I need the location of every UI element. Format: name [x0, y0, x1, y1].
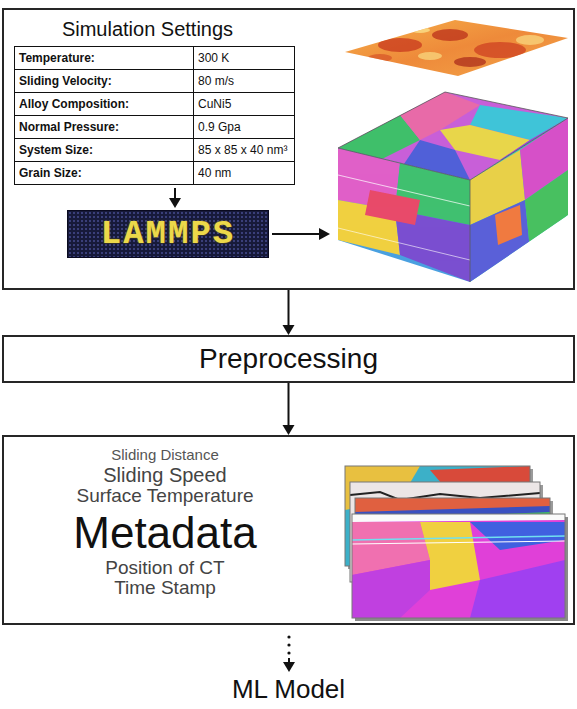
metadata-word: Sliding Speed [4, 464, 326, 486]
setting-value: 80 m/s [194, 70, 295, 93]
settings-table: Temperature:300 KSliding Velocity:80 m/s… [14, 46, 295, 185]
setting-value: 0.9 Gpa [194, 116, 295, 139]
slice-images-part-part [352, 541, 565, 544]
slice-images-part [352, 514, 565, 618]
setting-name: Temperature: [15, 47, 194, 70]
setting-name: Alloy Composition: [15, 93, 194, 116]
slice-images-part [352, 514, 565, 618]
grain-block-part [470, 180, 471, 282]
flow-arrow-part [272, 233, 320, 235]
surface-heatmap-part-part [410, 27, 430, 33]
flow-arrow-part [174, 188, 176, 199]
flow-arrow-part [319, 228, 330, 240]
panel-heading: Simulation Settings [10, 18, 285, 41]
grain-block-part [470, 118, 568, 282]
surface-heatmap-part-part [418, 52, 442, 60]
setting-value: CuNi5 [194, 93, 295, 116]
slice-images-part [352, 514, 565, 618]
setting-name: Sliding Velocity: [15, 70, 194, 93]
settings-row: Grain Size:40 nm [15, 162, 295, 185]
grain-block-part-part [338, 175, 470, 206]
setting-name: Normal Pressure: [15, 116, 194, 139]
metadata-word: Sliding Distance [4, 447, 326, 464]
continuation-arrow-part [287, 651, 290, 654]
slice-images-part-part [352, 514, 565, 522]
settings-panel: Simulation SettingsLAMMPS Temperature:300… [2, 8, 575, 290]
surface-heatmap-part [368, 27, 544, 67]
surface-heatmap-part-part [516, 35, 544, 45]
surface-heatmap-part-part [432, 29, 468, 41]
setting-value: 300 K [194, 47, 295, 70]
connector-line [288, 383, 290, 426]
slice-images-part-part [355, 498, 550, 512]
settings-row: Normal Pressure:0.9 Gpa [15, 116, 295, 139]
grain-block-part [470, 118, 568, 282]
flow-arrow-part [169, 198, 181, 208]
arrow-head [283, 325, 295, 335]
metadata-word: Metadata [4, 509, 326, 557]
metadata-word: Position of CT [4, 558, 326, 579]
slice-images-part-part [352, 536, 565, 540]
setting-name: Grain Size: [15, 162, 194, 185]
grain-block-part-part [495, 205, 522, 245]
metadata-word: Time Stamp [4, 578, 326, 599]
slice-images-part-part [470, 560, 565, 618]
grain-block-part-part [338, 228, 470, 260]
setting-value: 40 nm [194, 162, 295, 185]
settings-row: Sliding Velocity:80 m/s [15, 70, 295, 93]
surface-heatmap-part [345, 20, 568, 76]
lammps-logo: LAMMPS [67, 210, 269, 258]
grain-block [338, 92, 568, 282]
grain-block-part-part [365, 190, 420, 225]
output-label: ML Model [0, 674, 577, 704]
grain-block-part-part [470, 200, 530, 282]
process-box: Preprocessing [2, 335, 575, 383]
setting-value: 85 x 85 x 40 nm³ [194, 139, 295, 162]
grain-block-part [338, 148, 470, 282]
surface-heatmap-part-part [454, 57, 486, 67]
surface-heatmap-part-part [378, 38, 422, 52]
grain-block-part [338, 148, 470, 282]
grain-block-part-part [525, 170, 568, 250]
metadata-panel: Sliding DistanceSliding SpeedSurface Tem… [2, 435, 575, 625]
slice-images [345, 466, 568, 621]
surface-heatmap [345, 20, 568, 76]
continuation-arrow [283, 635, 295, 672]
slice-images-part-part [352, 560, 430, 618]
settings-table-body: Temperature:300 KSliding Velocity:80 m/s… [15, 47, 295, 185]
surface-heatmap-part-part [368, 54, 392, 62]
settings-row: Temperature:300 K [15, 47, 295, 70]
grain-block-part [338, 118, 568, 180]
continuation-arrow-part [287, 643, 290, 646]
continuation-arrow-part [287, 635, 290, 638]
arrow-head [283, 425, 295, 435]
settings-row: Alloy Composition:CuNi5 [15, 93, 295, 116]
setting-name: System Size: [15, 139, 194, 162]
surface-heatmap-part-part [474, 42, 526, 58]
connector-line [288, 290, 290, 326]
process-label: Preprocessing [199, 343, 378, 375]
connector [283, 290, 295, 335]
logo-text: LAMMPS [101, 215, 235, 253]
metadata-word: Surface Temperature [4, 486, 326, 507]
connector [283, 383, 295, 435]
settings-row: System Size:85 x 85 x 40 nm³ [15, 139, 295, 162]
continuation-arrow-part [283, 662, 295, 672]
